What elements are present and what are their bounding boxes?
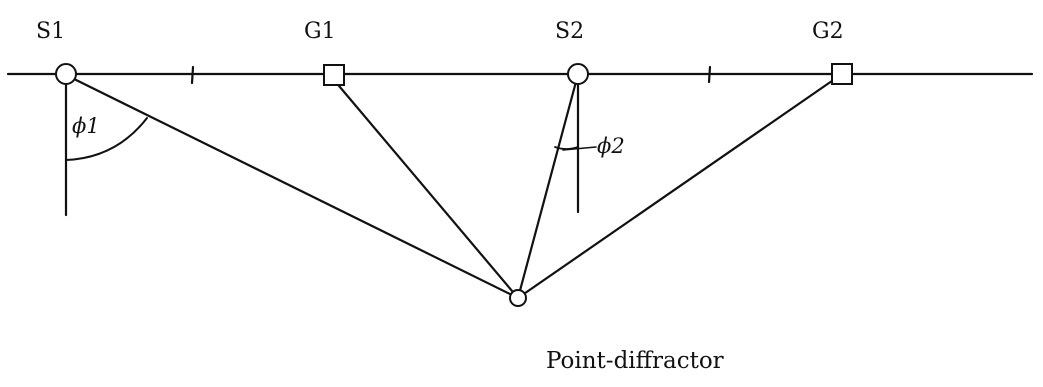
angle-pointer-phi2 [562, 146, 597, 151]
ray-s2-to-diffractor [516, 76, 579, 300]
label-s1: S1 [36, 19, 65, 44]
label-g1: G1 [304, 19, 336, 44]
source-s2-marker [567, 63, 589, 85]
source-s1-marker [55, 63, 77, 85]
label-g2: G2 [812, 19, 844, 44]
point-diffractor-marker [509, 289, 527, 307]
tick-mark-2 [707, 65, 712, 84]
receiver-g2-marker [831, 63, 853, 85]
label-phi1: ϕ1 [72, 114, 100, 138]
ray-s1-to-diffractor [64, 73, 520, 300]
tick-mark-1 [190, 65, 195, 85]
receiver-g1-marker [323, 64, 345, 86]
ray-g2-to-diffractor [516, 72, 844, 300]
caption-point-diffractor: Point-diffractor [546, 348, 724, 374]
ray-g1-to-diffractor [332, 78, 520, 300]
label-s2: S2 [555, 19, 584, 44]
label-phi2: ϕ2 [597, 134, 625, 158]
angle-arc-phi1 [65, 117, 148, 161]
